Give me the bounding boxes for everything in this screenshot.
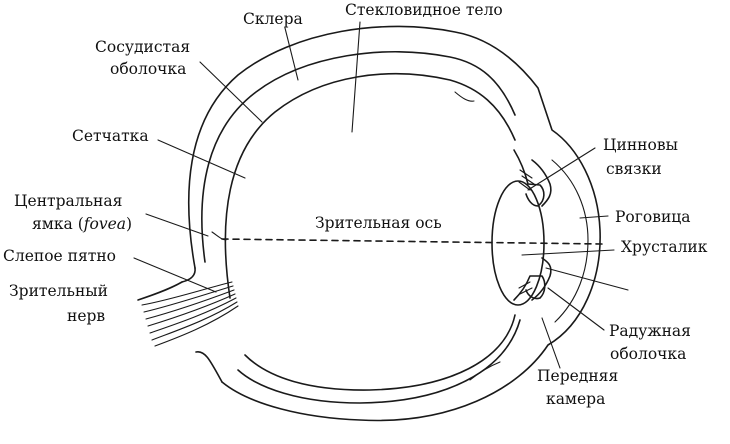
label-fovea-italic: fovea: [83, 215, 126, 233]
optic-nerve-shape: [137, 281, 239, 383]
label-choroid-2: оболочка: [110, 60, 186, 78]
label-iris-1: Радужная: [609, 322, 691, 340]
label-iris-2: оболочка: [610, 345, 686, 363]
label-cornea: Роговица: [615, 208, 690, 226]
label-visual-axis: Зрительная ось: [315, 214, 442, 232]
label-choroid-1: Сосудистая: [95, 38, 190, 56]
cornea-inner: [551, 159, 589, 323]
label-sclera: Склера: [243, 10, 303, 28]
label-fovea-prefix: ямка (: [32, 215, 84, 233]
choroid-shape: [201, 50, 521, 404]
label-fovea-2: ямка (fovea): [32, 215, 132, 233]
label-chamber-1: Передняя: [537, 367, 618, 385]
label-chamber-2: камера: [546, 390, 605, 408]
label-lens: Хрусталик: [621, 238, 708, 256]
sclera-shape: [181, 25, 601, 422]
label-fovea-close: ): [126, 215, 132, 233]
iris-shape: [531, 159, 552, 301]
label-nerve-2: нерв: [67, 307, 105, 325]
label-vitreous: Стекловидное тело: [345, 1, 503, 19]
label-blind-spot: Слепое пятно: [3, 247, 116, 265]
fovea-shape: [211, 231, 227, 241]
label-nerve-1: Зрительный: [9, 282, 108, 300]
label-zinn-2: связки: [606, 160, 662, 178]
label-zinn-1: Цинновы: [603, 136, 678, 154]
visual-axis-line: [221, 238, 603, 245]
label-fovea-1: Центральная: [14, 192, 122, 210]
leader-lines: [133, 21, 629, 369]
label-retina: Сетчатка: [72, 127, 149, 145]
retina-shape: [224, 72, 516, 391]
